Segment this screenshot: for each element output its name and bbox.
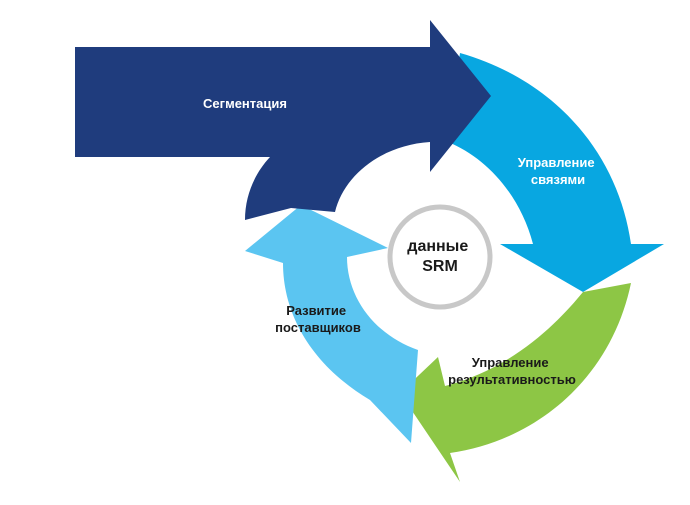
relationship-management-arrow bbox=[448, 53, 664, 292]
center-label-line1: данные bbox=[407, 238, 468, 255]
relationship-management-label-line1: Управление bbox=[518, 155, 595, 170]
center-label-line2: SRM bbox=[422, 258, 458, 275]
supplier-development-label: Развитие поставщиков bbox=[275, 303, 361, 335]
segmentation-arrow bbox=[75, 20, 491, 220]
supplier-development-arrow bbox=[245, 205, 418, 443]
performance-management-label-line1: Управление bbox=[472, 355, 549, 370]
supplier-development-label-line1: Развитие bbox=[286, 303, 346, 318]
performance-management-arrow bbox=[400, 283, 631, 482]
performance-management-label: Управление результативностью bbox=[448, 355, 576, 387]
relationship-management-label-line2: связями bbox=[531, 172, 585, 187]
supplier-development-label-line2: поставщиков bbox=[275, 320, 361, 335]
segmentation-label-line1: Сегментация bbox=[203, 96, 287, 111]
center-ring bbox=[387, 204, 493, 310]
performance-management-label-line2: результативностью bbox=[448, 372, 576, 387]
relationship-management-label: Управление связями bbox=[518, 155, 598, 187]
center-label: данные SRM bbox=[407, 238, 472, 275]
segmentation-label: Сегментация bbox=[203, 96, 287, 111]
